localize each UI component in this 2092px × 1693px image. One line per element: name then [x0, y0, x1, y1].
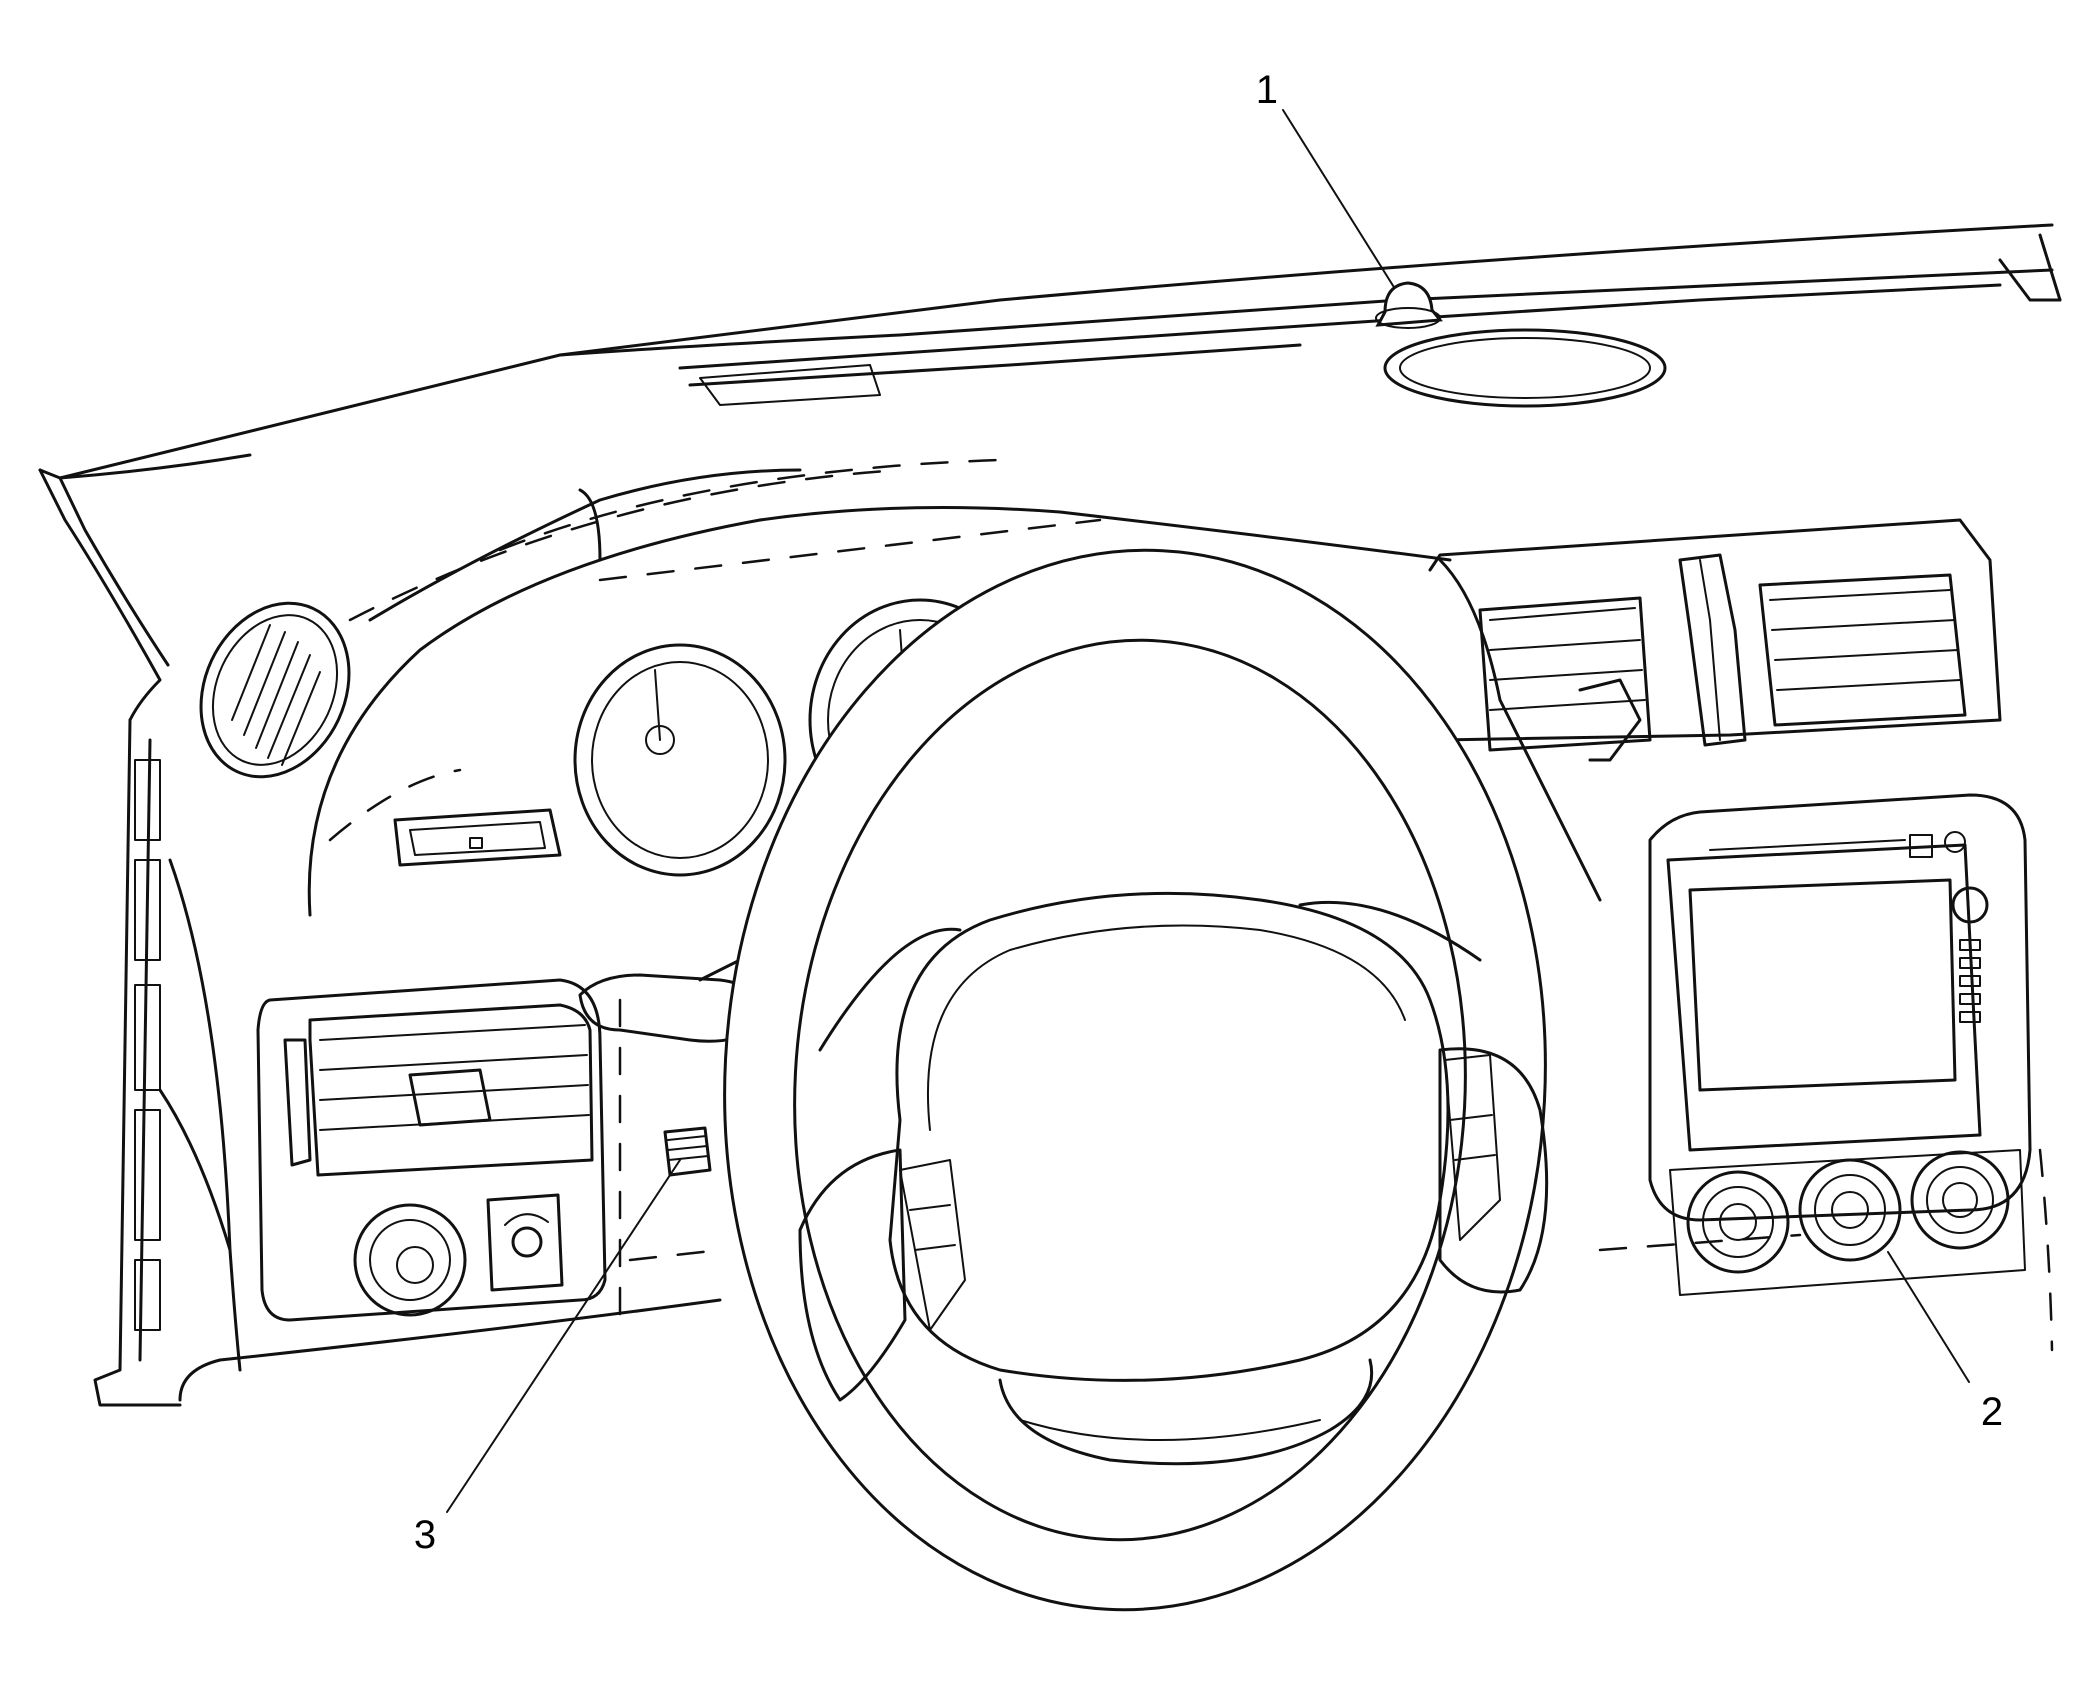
steering-wheel	[723, 548, 1549, 1612]
callout-2-label: 2	[1981, 1390, 2003, 1434]
ambient-sensor-grille	[663, 1126, 712, 1177]
radio-display-unit	[1598, 793, 2054, 1352]
dash-top	[38, 223, 2062, 480]
left-side-panel	[38, 468, 351, 1407]
callout-3-label: 3	[414, 1513, 436, 1557]
callout-leaders	[446, 109, 1970, 1513]
center-vents	[1428, 518, 2002, 762]
callout-1-label: 1	[1256, 68, 1278, 112]
left-lower-vent	[178, 978, 722, 1402]
windshield-sensor	[1375, 281, 1443, 329]
